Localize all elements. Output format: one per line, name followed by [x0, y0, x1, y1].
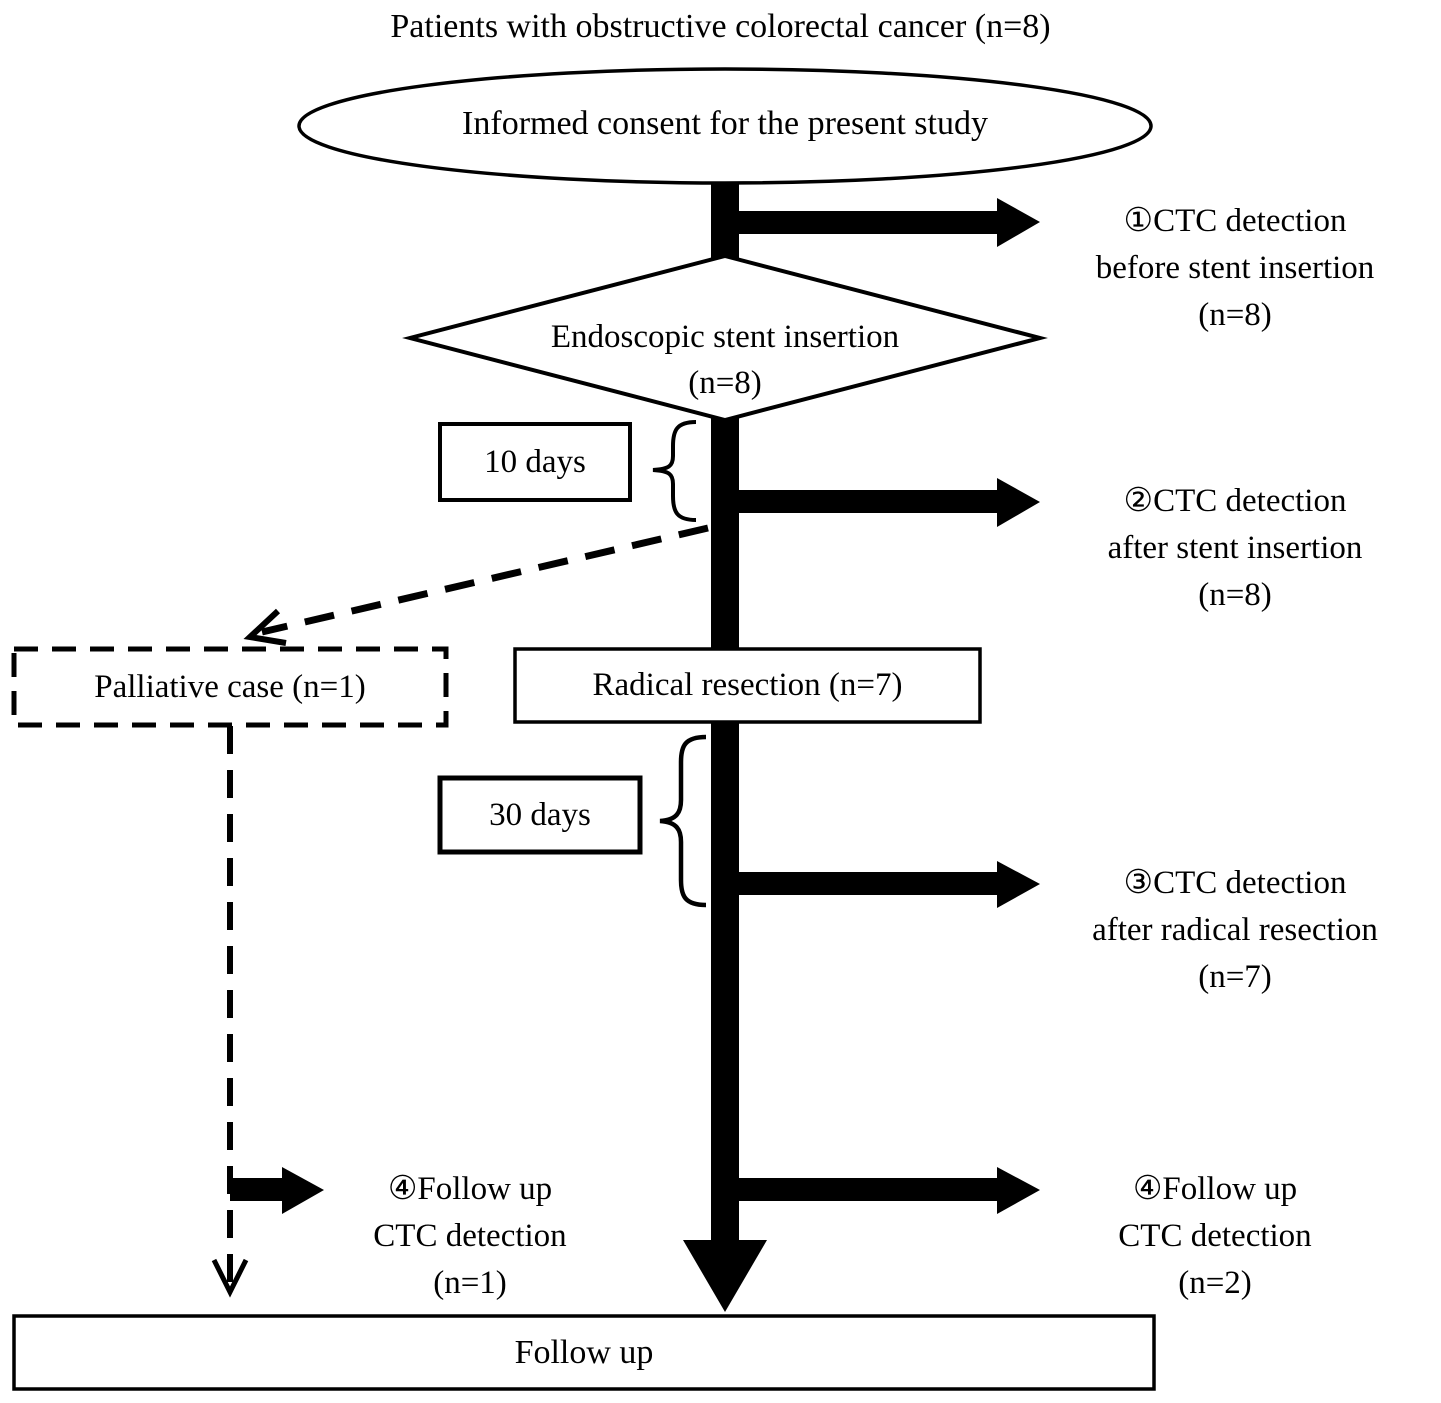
follow-up-box — [12, 1314, 1156, 1391]
annotation-line: CTC detection — [1118, 1218, 1312, 1254]
arrow-ctc-before-stent-icon — [725, 198, 1040, 247]
palliative-case-box — [11, 646, 449, 728]
annotation-ctc-after-stent: ②CTC detection after stent insertion (n=… — [1035, 478, 1435, 619]
stent-diamond-line1: Endoscopic stent insertion — [550, 319, 900, 355]
annotation-line: ①CTC detection — [1123, 203, 1347, 239]
annotation-line: after radical resection — [1092, 912, 1378, 948]
ten-days-brace-icon — [652, 420, 697, 522]
arrow-followup-left-icon — [230, 1167, 324, 1214]
thirty-days-label: 30 days — [489, 796, 591, 833]
radical-resection-label: Radical resection (n=7) — [592, 667, 903, 703]
arrow-ctc-after-resection-icon — [725, 861, 1040, 908]
annotation-line: CTC detection — [373, 1218, 567, 1254]
annotation-line: ③CTC detection — [1123, 865, 1347, 901]
stent-diamond-line2: (n=8) — [688, 365, 762, 401]
follow-up-label: Follow up — [514, 1333, 654, 1371]
page-title: Patients with obstructive colorectal can… — [390, 8, 1051, 45]
annotation-line: after stent insertion — [1107, 530, 1363, 566]
stent-insertion-diamond — [402, 253, 1048, 423]
annotation-ctc-after-resection: ③CTC detection after radical resection (… — [1035, 860, 1435, 1001]
thirty-days-box — [437, 775, 643, 855]
annotation-line: ②CTC detection — [1123, 483, 1347, 519]
ten-days-label: 10 days — [484, 443, 586, 480]
palliative-case-label: Palliative case (n=1) — [94, 668, 366, 705]
ten-days-box — [438, 422, 632, 502]
thirty-days-brace-icon — [659, 734, 707, 908]
annotation-line: ④Follow up — [1132, 1171, 1298, 1207]
arrow-followup-right-icon — [725, 1167, 1040, 1214]
annotation-followup-left: ④Follow up CTC detection (n=1) — [320, 1166, 620, 1307]
radical-resection-box — [513, 647, 982, 724]
annotation-line: (n=2) — [1178, 1265, 1252, 1301]
consent-ellipse-label: Informed consent for the present study — [462, 105, 988, 142]
stent-diamond-label: Endoscopic stent insertion (n=8) — [425, 314, 1025, 406]
annotation-line: (n=7) — [1198, 959, 1272, 995]
annotation-ctc-before-stent: ①CTC detection before stent insertion (n… — [1035, 198, 1435, 339]
annotation-followup-right: ④Follow up CTC detection (n=2) — [1035, 1166, 1395, 1307]
dashed-diagonal-line — [261, 524, 709, 636]
annotation-line: (n=1) — [433, 1265, 507, 1301]
dashed-diagonal-arrowhead-icon — [243, 608, 287, 646]
main-flow-arrowhead-icon — [683, 1240, 767, 1312]
annotation-line: (n=8) — [1198, 297, 1272, 333]
annotation-line: ④Follow up — [387, 1171, 553, 1207]
annotation-line: (n=8) — [1198, 577, 1272, 613]
dashed-vertical-arrowhead-icon — [211, 1258, 249, 1298]
arrow-ctc-after-stent-icon — [725, 478, 1040, 527]
consent-ellipse — [297, 67, 1153, 185]
annotation-line: before stent insertion — [1095, 250, 1375, 286]
